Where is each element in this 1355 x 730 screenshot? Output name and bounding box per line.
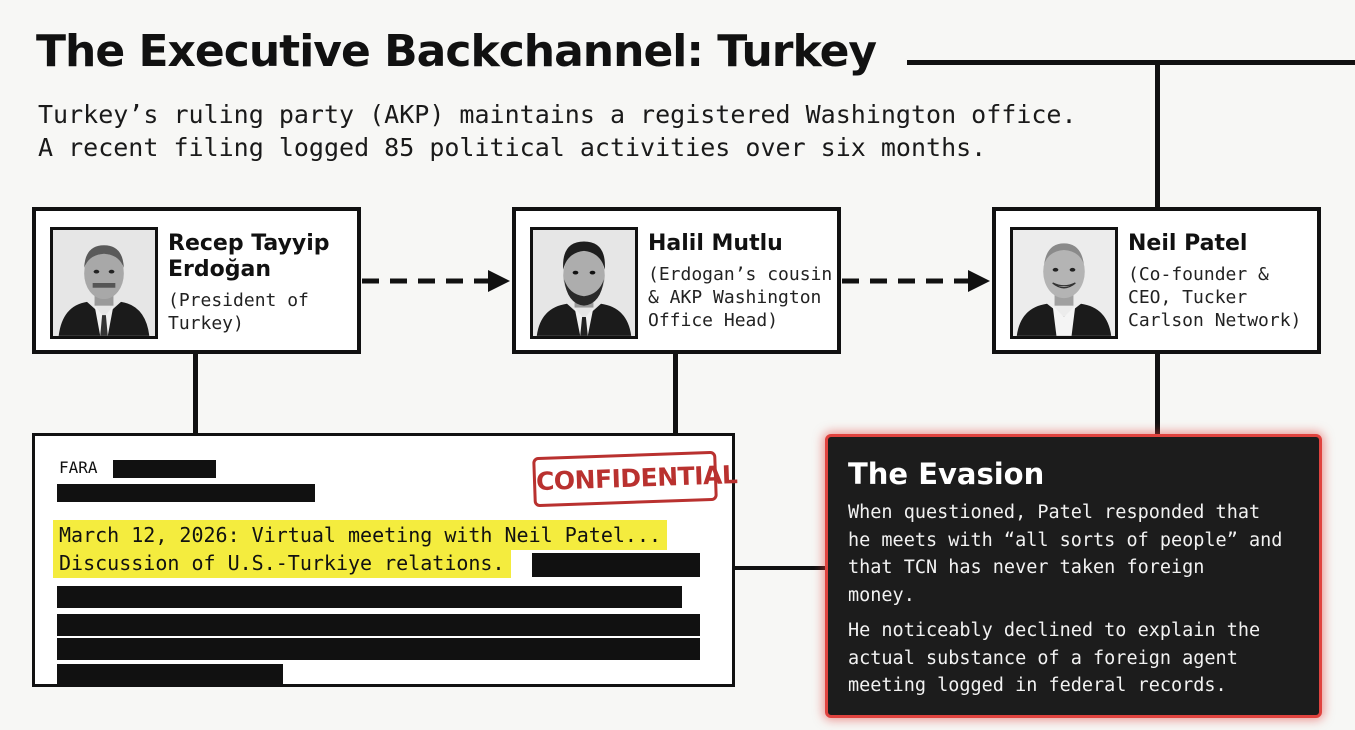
connector-mutlu-doc bbox=[673, 352, 678, 435]
connector-top-right bbox=[1155, 60, 1160, 208]
page-title: The Executive Backchannel: Turkey bbox=[36, 26, 877, 77]
confidential-stamp: CONFIDENTIAL bbox=[532, 450, 738, 508]
redaction-bar bbox=[113, 460, 216, 478]
subtitle-line: A recent filing logged 85 political acti… bbox=[38, 133, 987, 162]
person-role: (Co-founder & CEO, Tucker Carlson Networ… bbox=[1128, 264, 1302, 331]
subtitle-line: Turkey’s ruling party (AKP) maintains a … bbox=[38, 100, 1077, 129]
person-name: Halil Mutlu bbox=[648, 231, 783, 256]
portrait-erdogan bbox=[50, 227, 158, 339]
redaction-bar bbox=[57, 586, 682, 608]
person-role: (Erdogan’s cousin & AKP Washington Offic… bbox=[648, 264, 833, 331]
arrow-erdogan-to-mutlu bbox=[362, 270, 510, 292]
evasion-paragraph: When questioned, Patel responded that he… bbox=[848, 502, 1283, 606]
evasion-paragraph: He noticeably declined to explain the ac… bbox=[848, 620, 1261, 696]
redaction-bar bbox=[57, 638, 700, 660]
connector-doc-evasion bbox=[735, 566, 827, 570]
portrait-mutlu bbox=[530, 227, 638, 339]
arrow-mutlu-to-patel bbox=[842, 270, 990, 292]
fara-label: FARA bbox=[59, 458, 98, 477]
title-rule bbox=[907, 60, 1355, 65]
redaction-bar bbox=[57, 614, 700, 636]
person-card-mutlu: Halil Mutlu (Erdogan’s cousin & AKP Wash… bbox=[512, 207, 841, 354]
person-name: Recep Tayyip Erdoğan bbox=[168, 231, 330, 282]
highlighted-entry: March 12, 2026: Virtual meeting with Nei… bbox=[53, 520, 668, 550]
highlighted-entry: Discussion of U.S.-Turkiye relations. bbox=[53, 548, 511, 578]
person-card-erdogan: Recep Tayyip Erdoğan (President of Turke… bbox=[32, 207, 361, 354]
fara-document: FARA CONFIDENTIAL March 12, 2026: Virtua… bbox=[32, 433, 738, 687]
portrait-patel bbox=[1010, 227, 1118, 339]
evasion-title: The Evasion bbox=[848, 457, 1045, 491]
page-subtitle: Turkey’s ruling party (AKP) maintains a … bbox=[38, 98, 1138, 164]
person-role: (President of Turkey) bbox=[168, 290, 309, 334]
redaction-bar bbox=[532, 553, 700, 577]
person-card-patel: Neil Patel (Co-founder & CEO, Tucker Car… bbox=[992, 207, 1321, 354]
redaction-bar bbox=[57, 484, 315, 502]
evasion-panel: The Evasion When questioned, Patel respo… bbox=[825, 434, 1322, 718]
redaction-bar bbox=[57, 664, 283, 684]
connector-erdogan-doc bbox=[193, 352, 198, 435]
person-name: Neil Patel bbox=[1128, 231, 1248, 256]
connector-patel-evasion bbox=[1155, 352, 1160, 436]
